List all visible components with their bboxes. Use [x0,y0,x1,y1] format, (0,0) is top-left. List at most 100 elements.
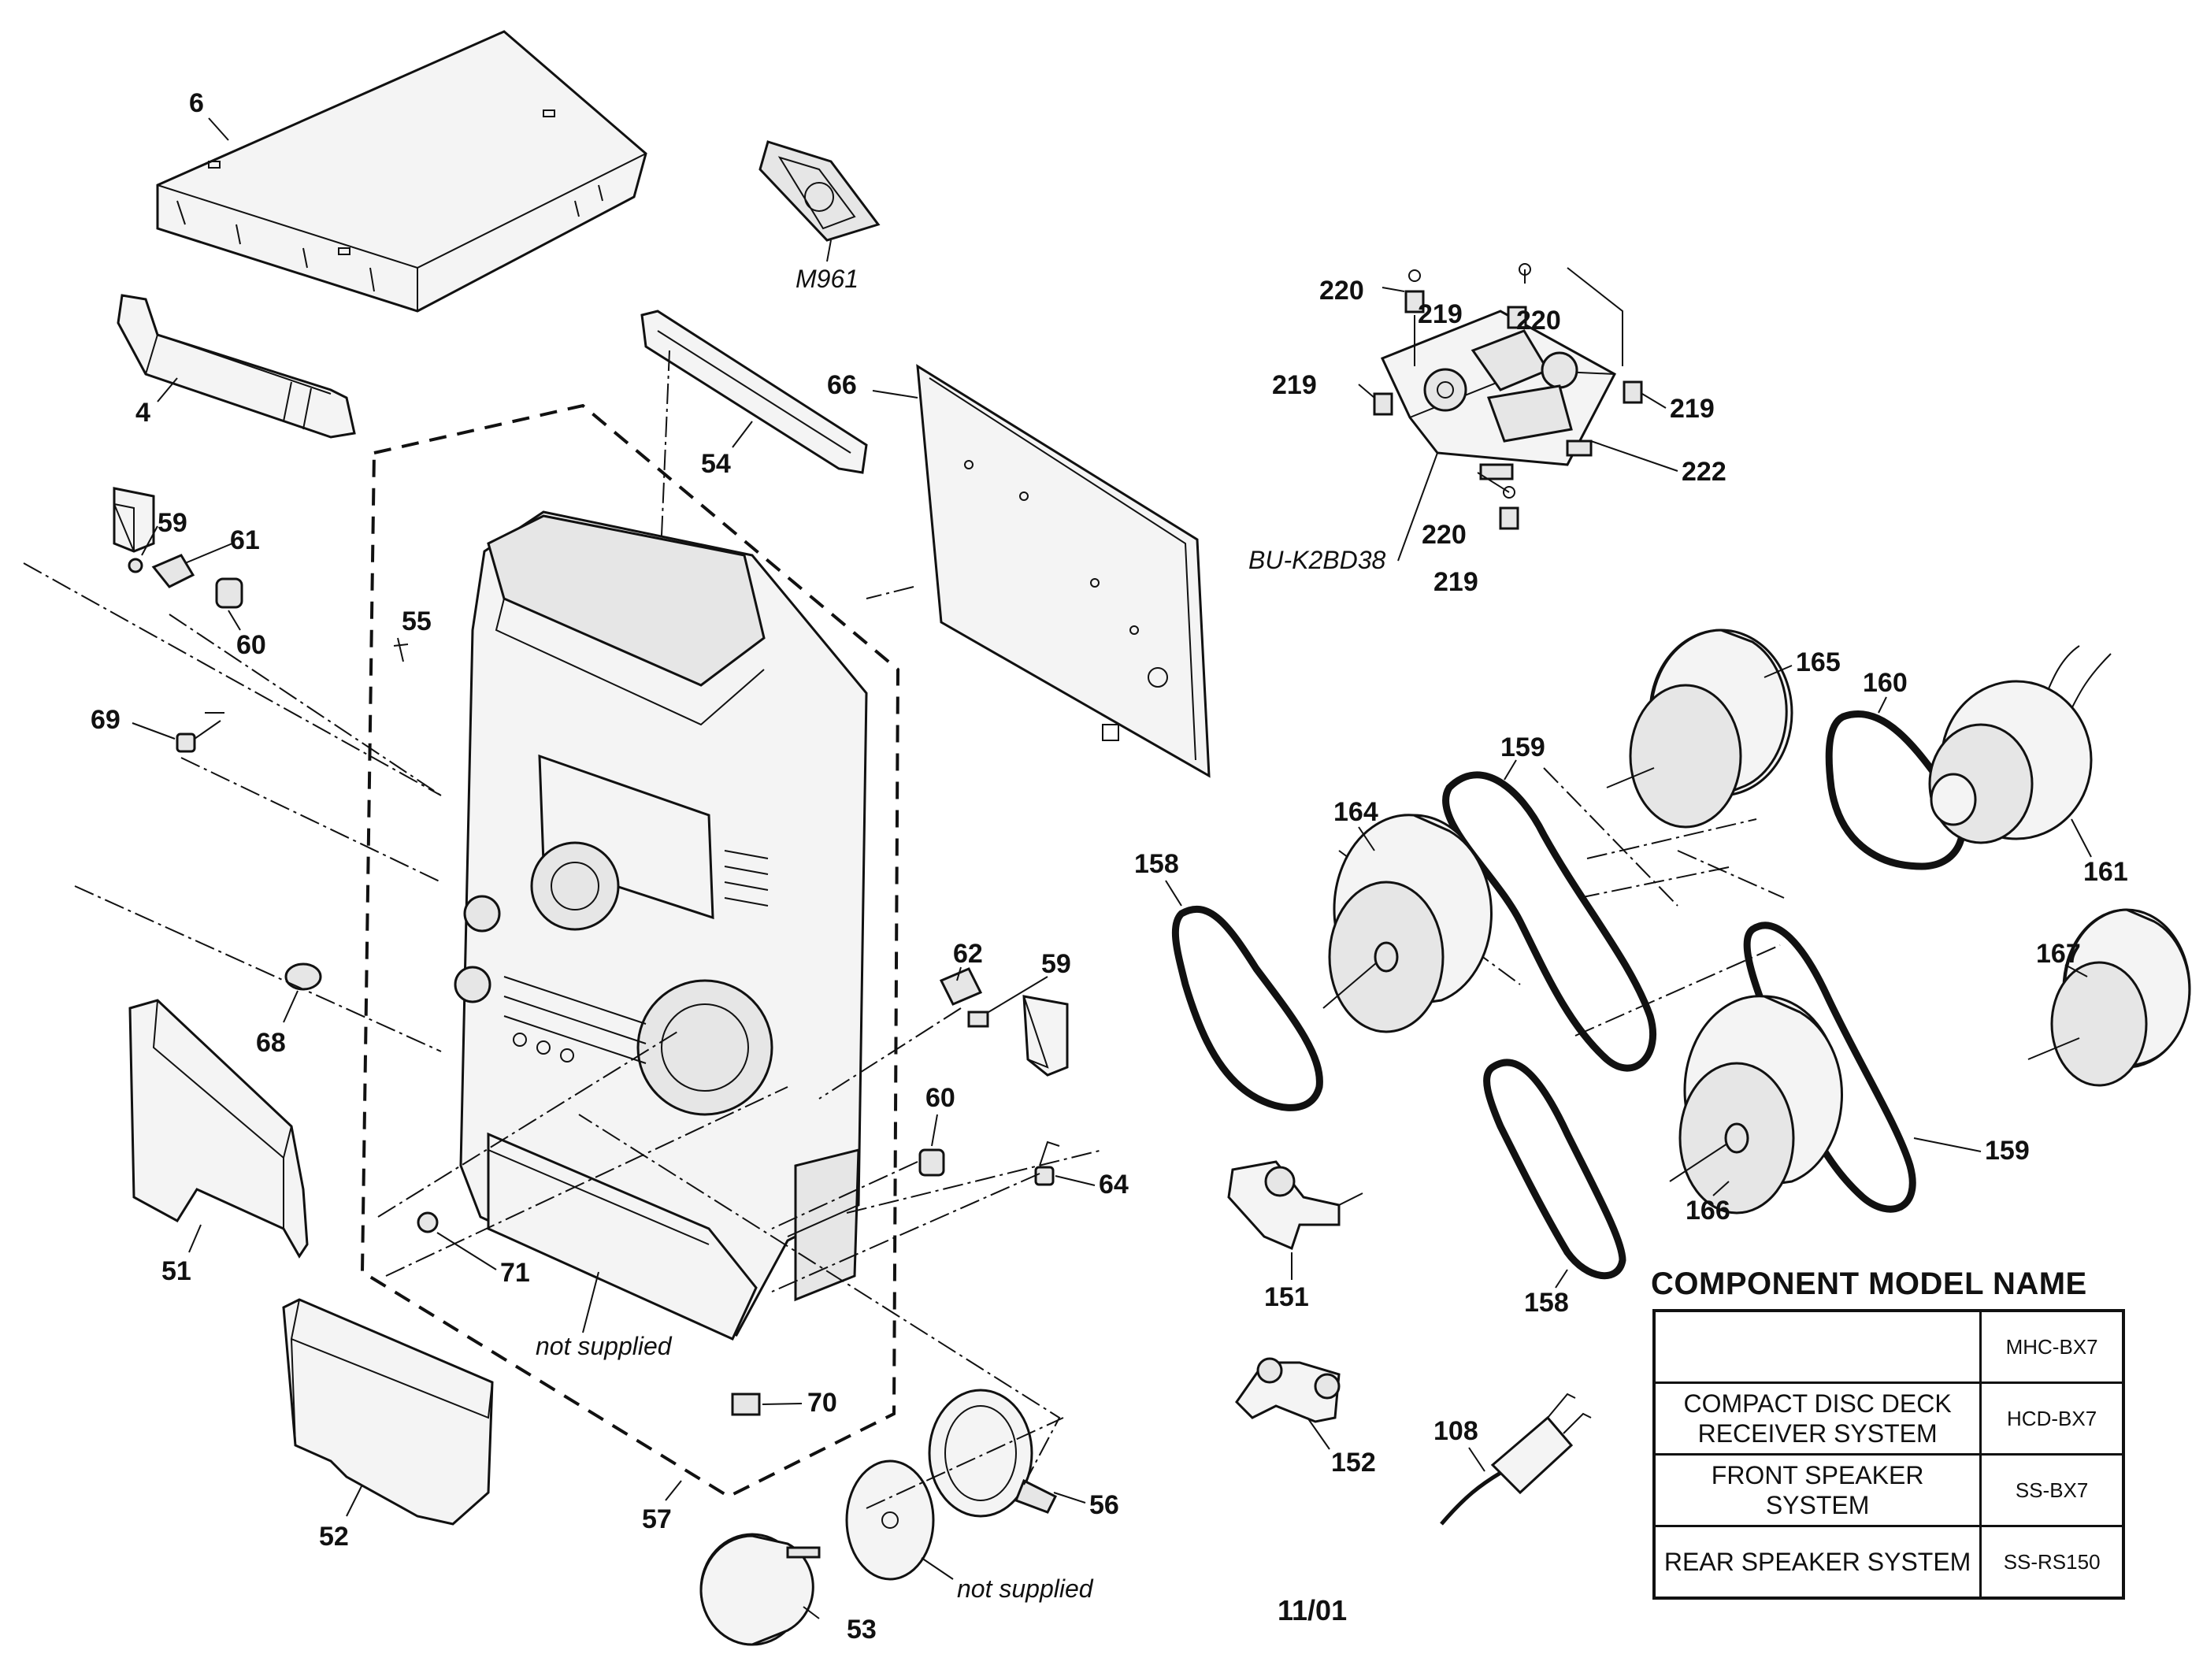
label-6: 6 [189,88,204,118]
pulley-part-167 [2027,908,2191,1087]
table-cell-model: MHC-BX7 [1979,1309,2125,1384]
label-219-c: 219 [1670,394,1715,424]
label-59-right: 59 [1041,949,1071,979]
label-222: 222 [1682,457,1726,487]
door-part-51 [128,999,309,1259]
label-165: 165 [1796,647,1841,677]
table-row: FRONT SPEAKER SYSTEM SS-BX7 [1652,1453,2125,1527]
clamp-part-151 [1227,1160,1363,1251]
label-4: 4 [135,398,150,428]
motor-part-161 [1928,645,2112,844]
label-220-b: 220 [1516,306,1561,336]
plate-not-supplied [845,1459,935,1581]
ring-part-56 [928,1389,1058,1518]
label-56: 56 [1089,1490,1119,1520]
label-68: 68 [256,1028,286,1058]
motor-m961 [758,140,881,242]
pc-board-part-66 [916,364,1211,778]
label-220-a: 220 [1319,276,1364,306]
label-m961: M961 [796,265,859,293]
table-cell-model: SS-BX7 [1979,1453,2125,1527]
label-164: 164 [1333,797,1378,827]
bracket-part-59-right [1022,995,1069,1077]
knob-part-53 [699,1533,821,1646]
label-53: 53 [847,1615,877,1645]
label-159-upper: 159 [1500,732,1545,762]
table-row: REAR SPEAKER SYSTEM SS-RS150 [1652,1525,2125,1600]
label-51: 51 [161,1256,191,1286]
belt-part-160 [1825,710,1967,870]
label-166: 166 [1686,1196,1730,1226]
pulley-part-164 [1322,814,1493,1033]
label-60-left: 60 [236,630,266,660]
label-bu-k2bd38: BU-K2BD38 [1248,546,1386,574]
label-159-lower: 159 [1985,1136,2030,1166]
label-62: 62 [953,939,983,969]
date-code: 11/01 [1278,1594,1348,1626]
label-55: 55 [402,606,432,636]
label-70: 70 [807,1388,837,1418]
front-trim-part-4 [117,294,356,439]
clamp-part-152 [1235,1357,1341,1423]
label-71: 71 [500,1258,530,1288]
cover-part-52 [282,1298,494,1526]
table-cell-model: SS-RS150 [1979,1525,2125,1600]
label-158-right: 158 [1524,1288,1569,1318]
label-219-a: 219 [1418,299,1463,329]
table-cell-name: FRONT SPEAKER SYSTEM [1652,1453,1982,1527]
component-table-title: COMPONENT MODEL NAME [1651,1266,2087,1301]
label-108: 108 [1433,1416,1478,1446]
label-167: 167 [2036,939,2081,969]
spring-part-59-right [967,1011,989,1028]
table-row: COMPACT DISC DECK RECEIVER SYSTEM HCD-BX… [1652,1381,2125,1456]
label-66: 66 [827,370,857,400]
label-160: 160 [1863,668,1908,698]
label-158-left: 158 [1134,849,1179,879]
belt-part-158-right [1483,1059,1626,1280]
pulley-part-165 [1606,629,1793,829]
bracket-part-59-left [113,487,155,553]
screw-part-55 [393,637,409,662]
spring-part-64 [1034,1140,1060,1186]
label-59-left: 59 [158,508,187,538]
button-part-60-right [918,1148,945,1177]
spring-part-59-left [128,558,143,573]
top-cover-part-6 [156,30,647,313]
component-model-table: MHC-BX7 COMPACT DISC DECK RECEIVER SYSTE… [1652,1309,2125,1600]
label-60-right: 60 [925,1083,955,1113]
bracket-part-54 [640,310,868,474]
table-cell-model: HCD-BX7 [1979,1381,2125,1456]
label-64: 64 [1099,1170,1129,1200]
belt-part-159-upper [1441,771,1657,1072]
spring-part-69 [176,712,224,753]
note-not-supplied-2: not supplied [957,1574,1094,1603]
label-69: 69 [91,705,121,735]
pulley-part-166 [1669,995,1843,1215]
table-cell-name: COMPACT DISC DECK RECEIVER SYSTEM [1652,1381,1982,1456]
button-part-60-left [215,577,243,609]
table-cell-name: REAR SPEAKER SYSTEM [1652,1525,1982,1600]
table-cell-name [1652,1309,1982,1384]
spring-part-71 [417,1211,439,1233]
table-row: MHC-BX7 [1652,1309,2125,1384]
label-219-b: 219 [1272,370,1317,400]
label-220-c: 220 [1422,520,1467,550]
label-152: 152 [1331,1448,1376,1478]
cd-mechanism-bu-k2bd38 [1380,310,1617,480]
lever-part-61 [151,554,195,588]
label-57: 57 [642,1504,672,1534]
label-151: 151 [1264,1282,1309,1312]
label-54: 54 [701,449,731,479]
note-not-supplied-1: not supplied [536,1332,673,1360]
foot-part-70 [731,1393,761,1416]
label-161: 161 [2083,857,2128,887]
spring-screws-219-220 [1373,263,1643,530]
label-61: 61 [230,525,260,555]
lever-part-62 [939,967,983,1006]
label-52: 52 [319,1522,349,1552]
lamp-part-68 [284,962,322,991]
front-panel-part-57 [360,403,900,1499]
label-219-d: 219 [1433,567,1478,597]
ac-cord-part-108 [1440,1393,1592,1526]
